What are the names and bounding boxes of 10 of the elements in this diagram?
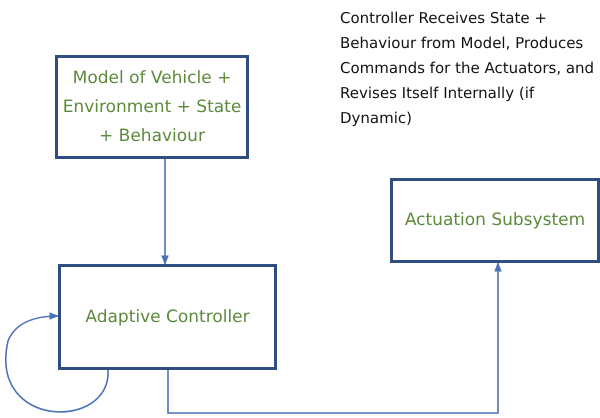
process-box [390, 178, 600, 263]
box-label: Model of Vehicle + Environment + State + Behaviour [62, 66, 242, 148]
arrow [167, 262, 502, 414]
process-box [58, 264, 277, 370]
process-box [55, 55, 249, 159]
box-label: Adaptive Controller [85, 306, 250, 328]
annotation-note: Controller Receives State + Behaviour from Model, Produces Commands for the Actuators, and Revises Itself Internally (if Dynamic) [340, 8, 596, 129]
box-label: Actuation Subsystem [404, 209, 586, 232]
arrow [5, 312, 109, 412]
arrow [161, 159, 169, 265]
